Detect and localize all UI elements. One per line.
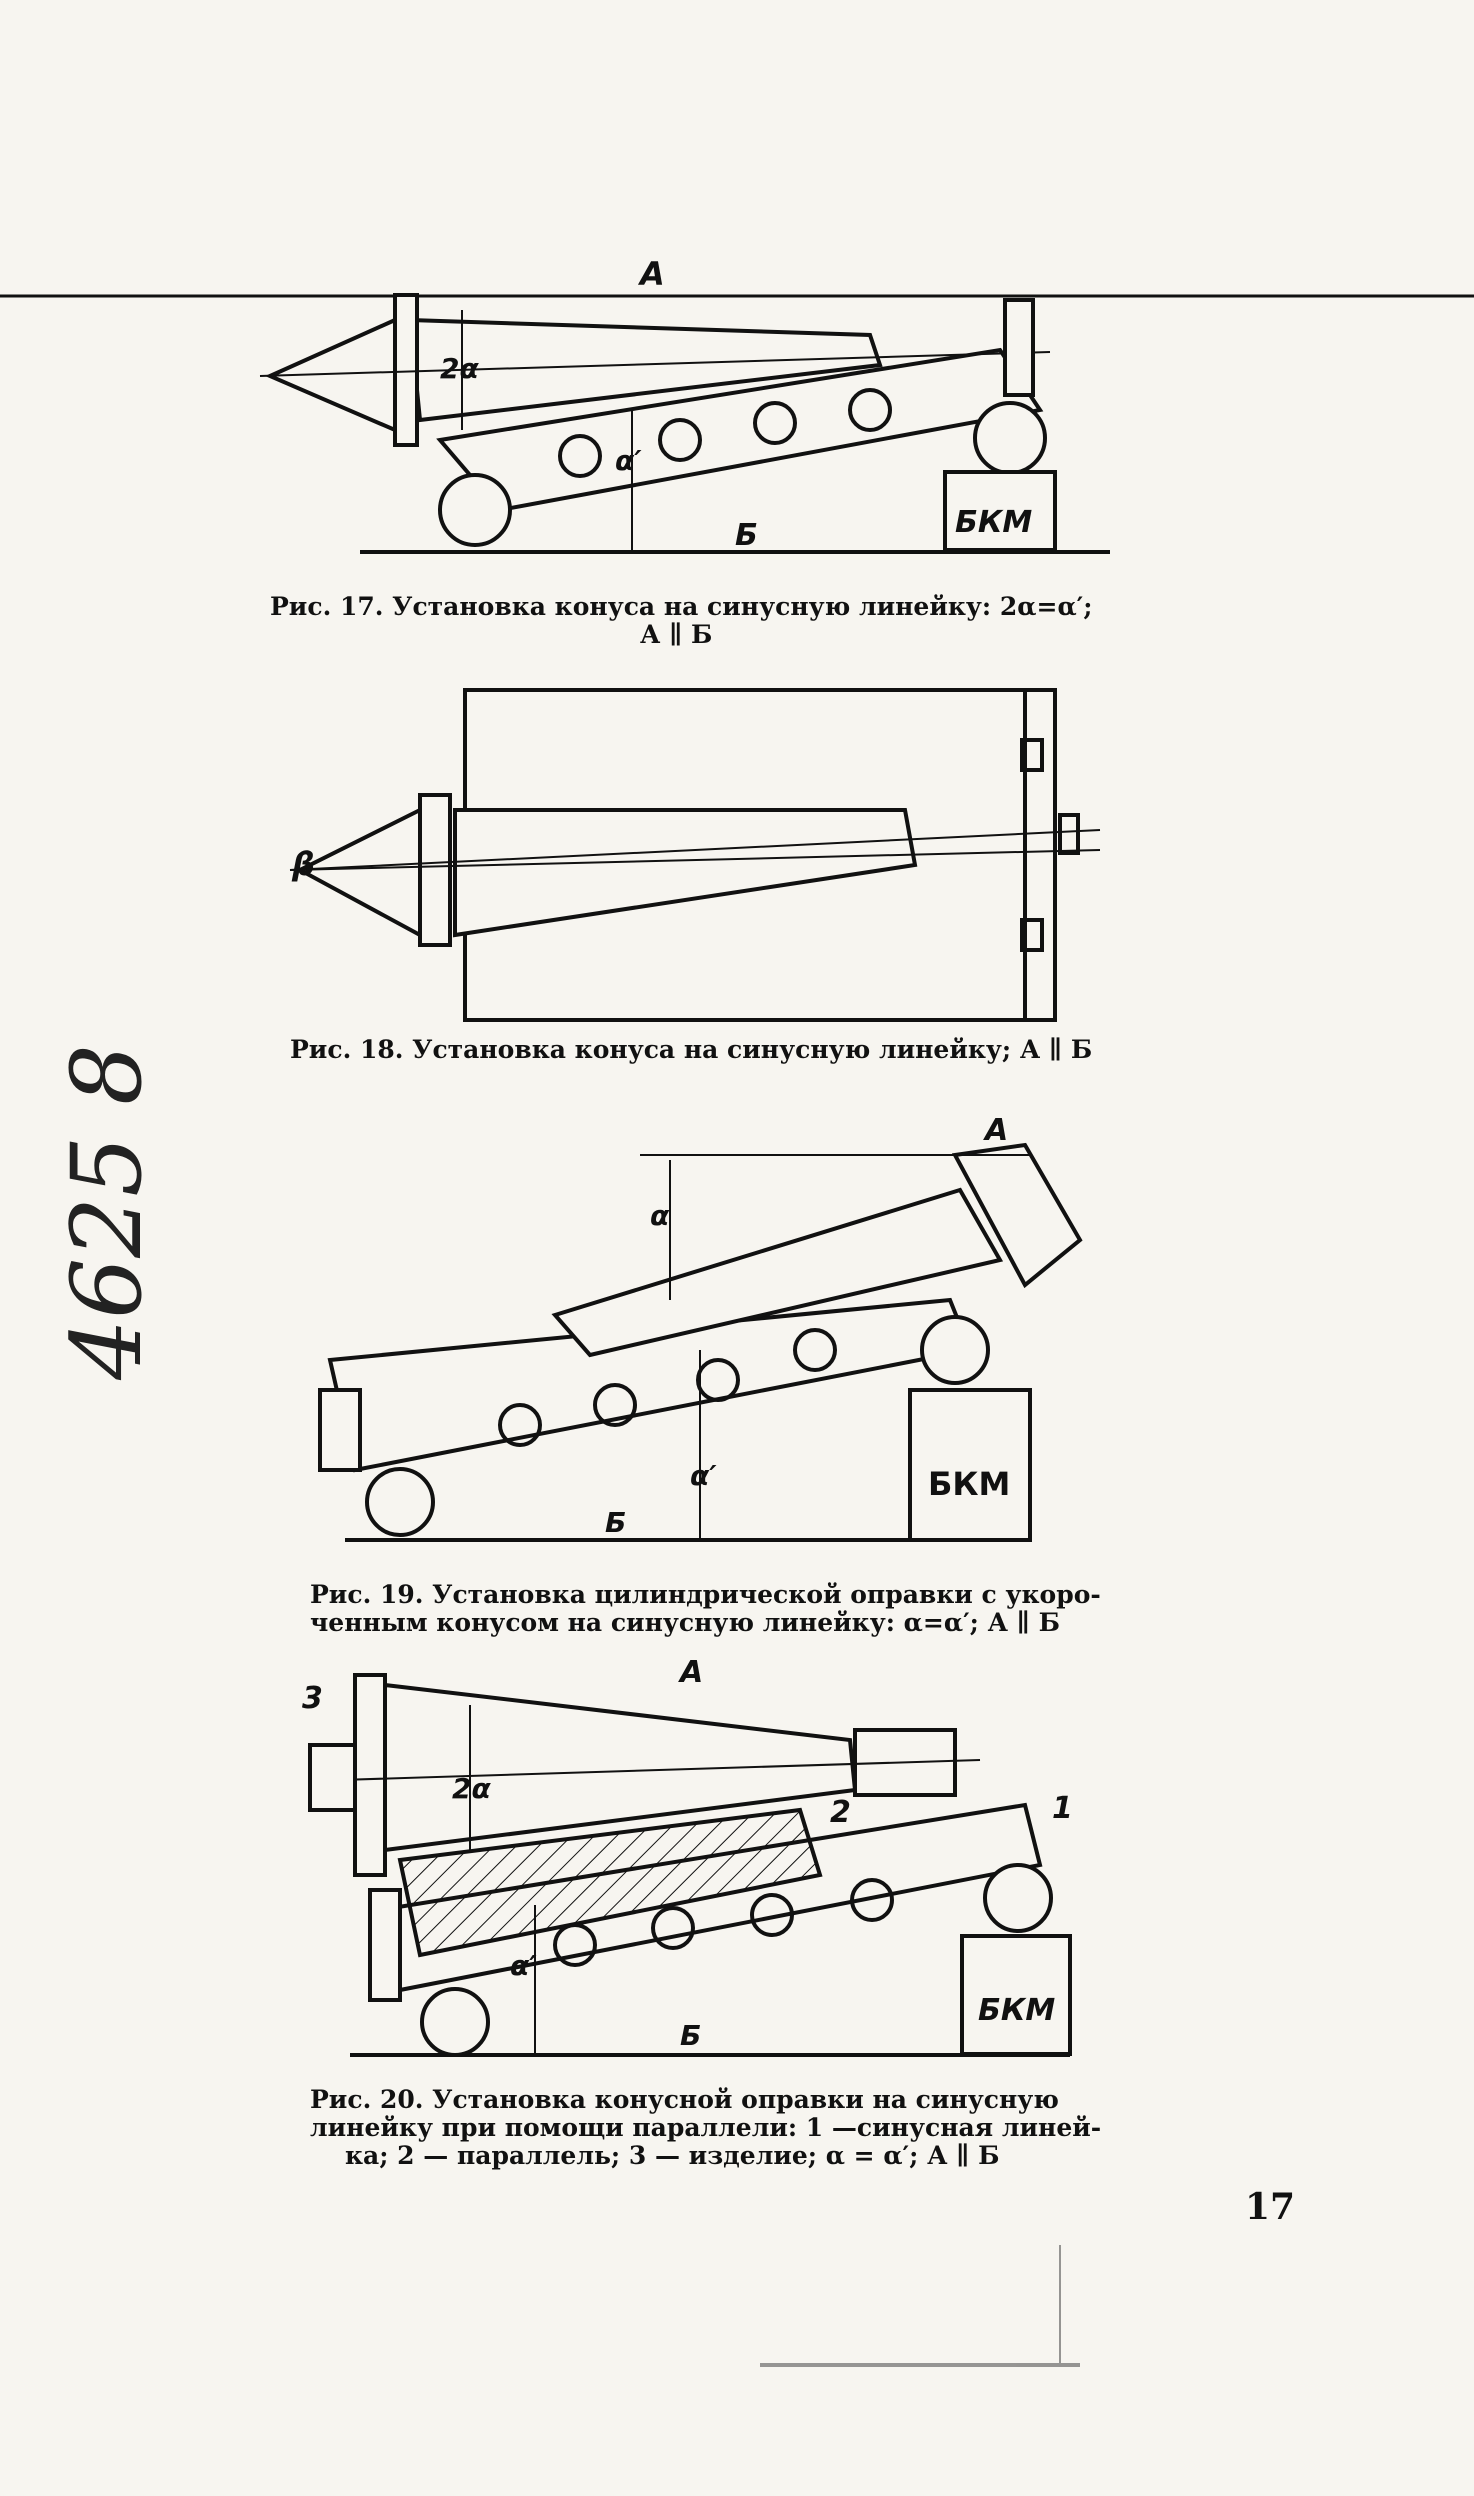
fig20-label-b: Б [680,2019,701,2052]
fig20-label-a: А [678,1660,703,1690]
fig18-label-beta: β [291,845,315,883]
fig20-label-1: 1 [1052,1791,1073,1826]
fig20-label-2alpha: 2α [452,1772,491,1805]
fig20-caption-line3: ка; 2 — параллель; 3 — изделие; α = α′; … [345,2141,1000,2170]
faded-stamp [760,2245,1080,2367]
fig19-block-label: БКМ [928,1465,1010,1503]
fig20-label-3: 3 [302,1681,323,1716]
fig17-label-alpha-prime: α′ [615,444,642,477]
fig19-label-alpha-prime: α′ [690,1459,717,1492]
figure-20: А 2α α′ Б БКМ 1 2 3 Рис. 20. Установка к… [0,1660,1474,2180]
figure-19: А α α′ Б БКМ Рис. 19. Установка цилиндри… [0,1100,1474,1660]
figure-19-drawing: А α α′ Б БКМ [318,1113,1083,1542]
fig19-caption-line2: ченным конусом на синусную линейку: α=α′… [310,1608,1060,1637]
fig17-label-2alpha: 2α [440,352,479,385]
figure-20-drawing: А 2α α′ Б БКМ 1 2 3 [302,1660,1073,2057]
fig17-caption-line1: Рис. 17. Установка конуса на синусную ли… [270,592,1093,621]
fig17-label-a: А [637,255,665,293]
fig20-caption-line2: линейку при помощи параллели: 1 —синусна… [310,2113,1102,2142]
fig19-label-b: Б [605,1506,626,1539]
fig19-label-a: А [983,1113,1008,1148]
fig20-caption-line1: Рис. 20. Установка конусной оправки на с… [310,2085,1059,2114]
fig17-block-label: БКМ [955,505,1032,540]
figure-17: А 2α α′ Б БКМ Рис. 17. Установка конуса … [0,0,1474,680]
margin-handwriting-text: 4625 8 [51,1044,163,1381]
figure-17-drawing: А 2α α′ Б БКМ [0,255,1474,554]
margin-handwriting: 4625 8 [51,1044,163,1381]
fig17-label-b: Б [735,518,758,553]
fig18-caption-line1: Рис. 18. Установка конуса на синусную ли… [290,1035,1093,1064]
figure-18: β Рис. 18. Установка конуса на синусную … [0,680,1474,1100]
fig20-label-2: 2 [830,1795,851,1830]
fig19-caption-line1: Рис. 19. Установка цилиндрической оправк… [310,1580,1101,1609]
fig17-caption-line2: А ∥ Б [640,620,713,649]
fig20-block-label: БКМ [978,1993,1055,2028]
fig19-label-alpha: α [650,1199,670,1232]
fig20-label-alpha-prime: α′ [510,1949,537,1982]
figure-18-drawing: β [289,688,1101,1022]
page-number: 17 [1245,2186,1296,2228]
